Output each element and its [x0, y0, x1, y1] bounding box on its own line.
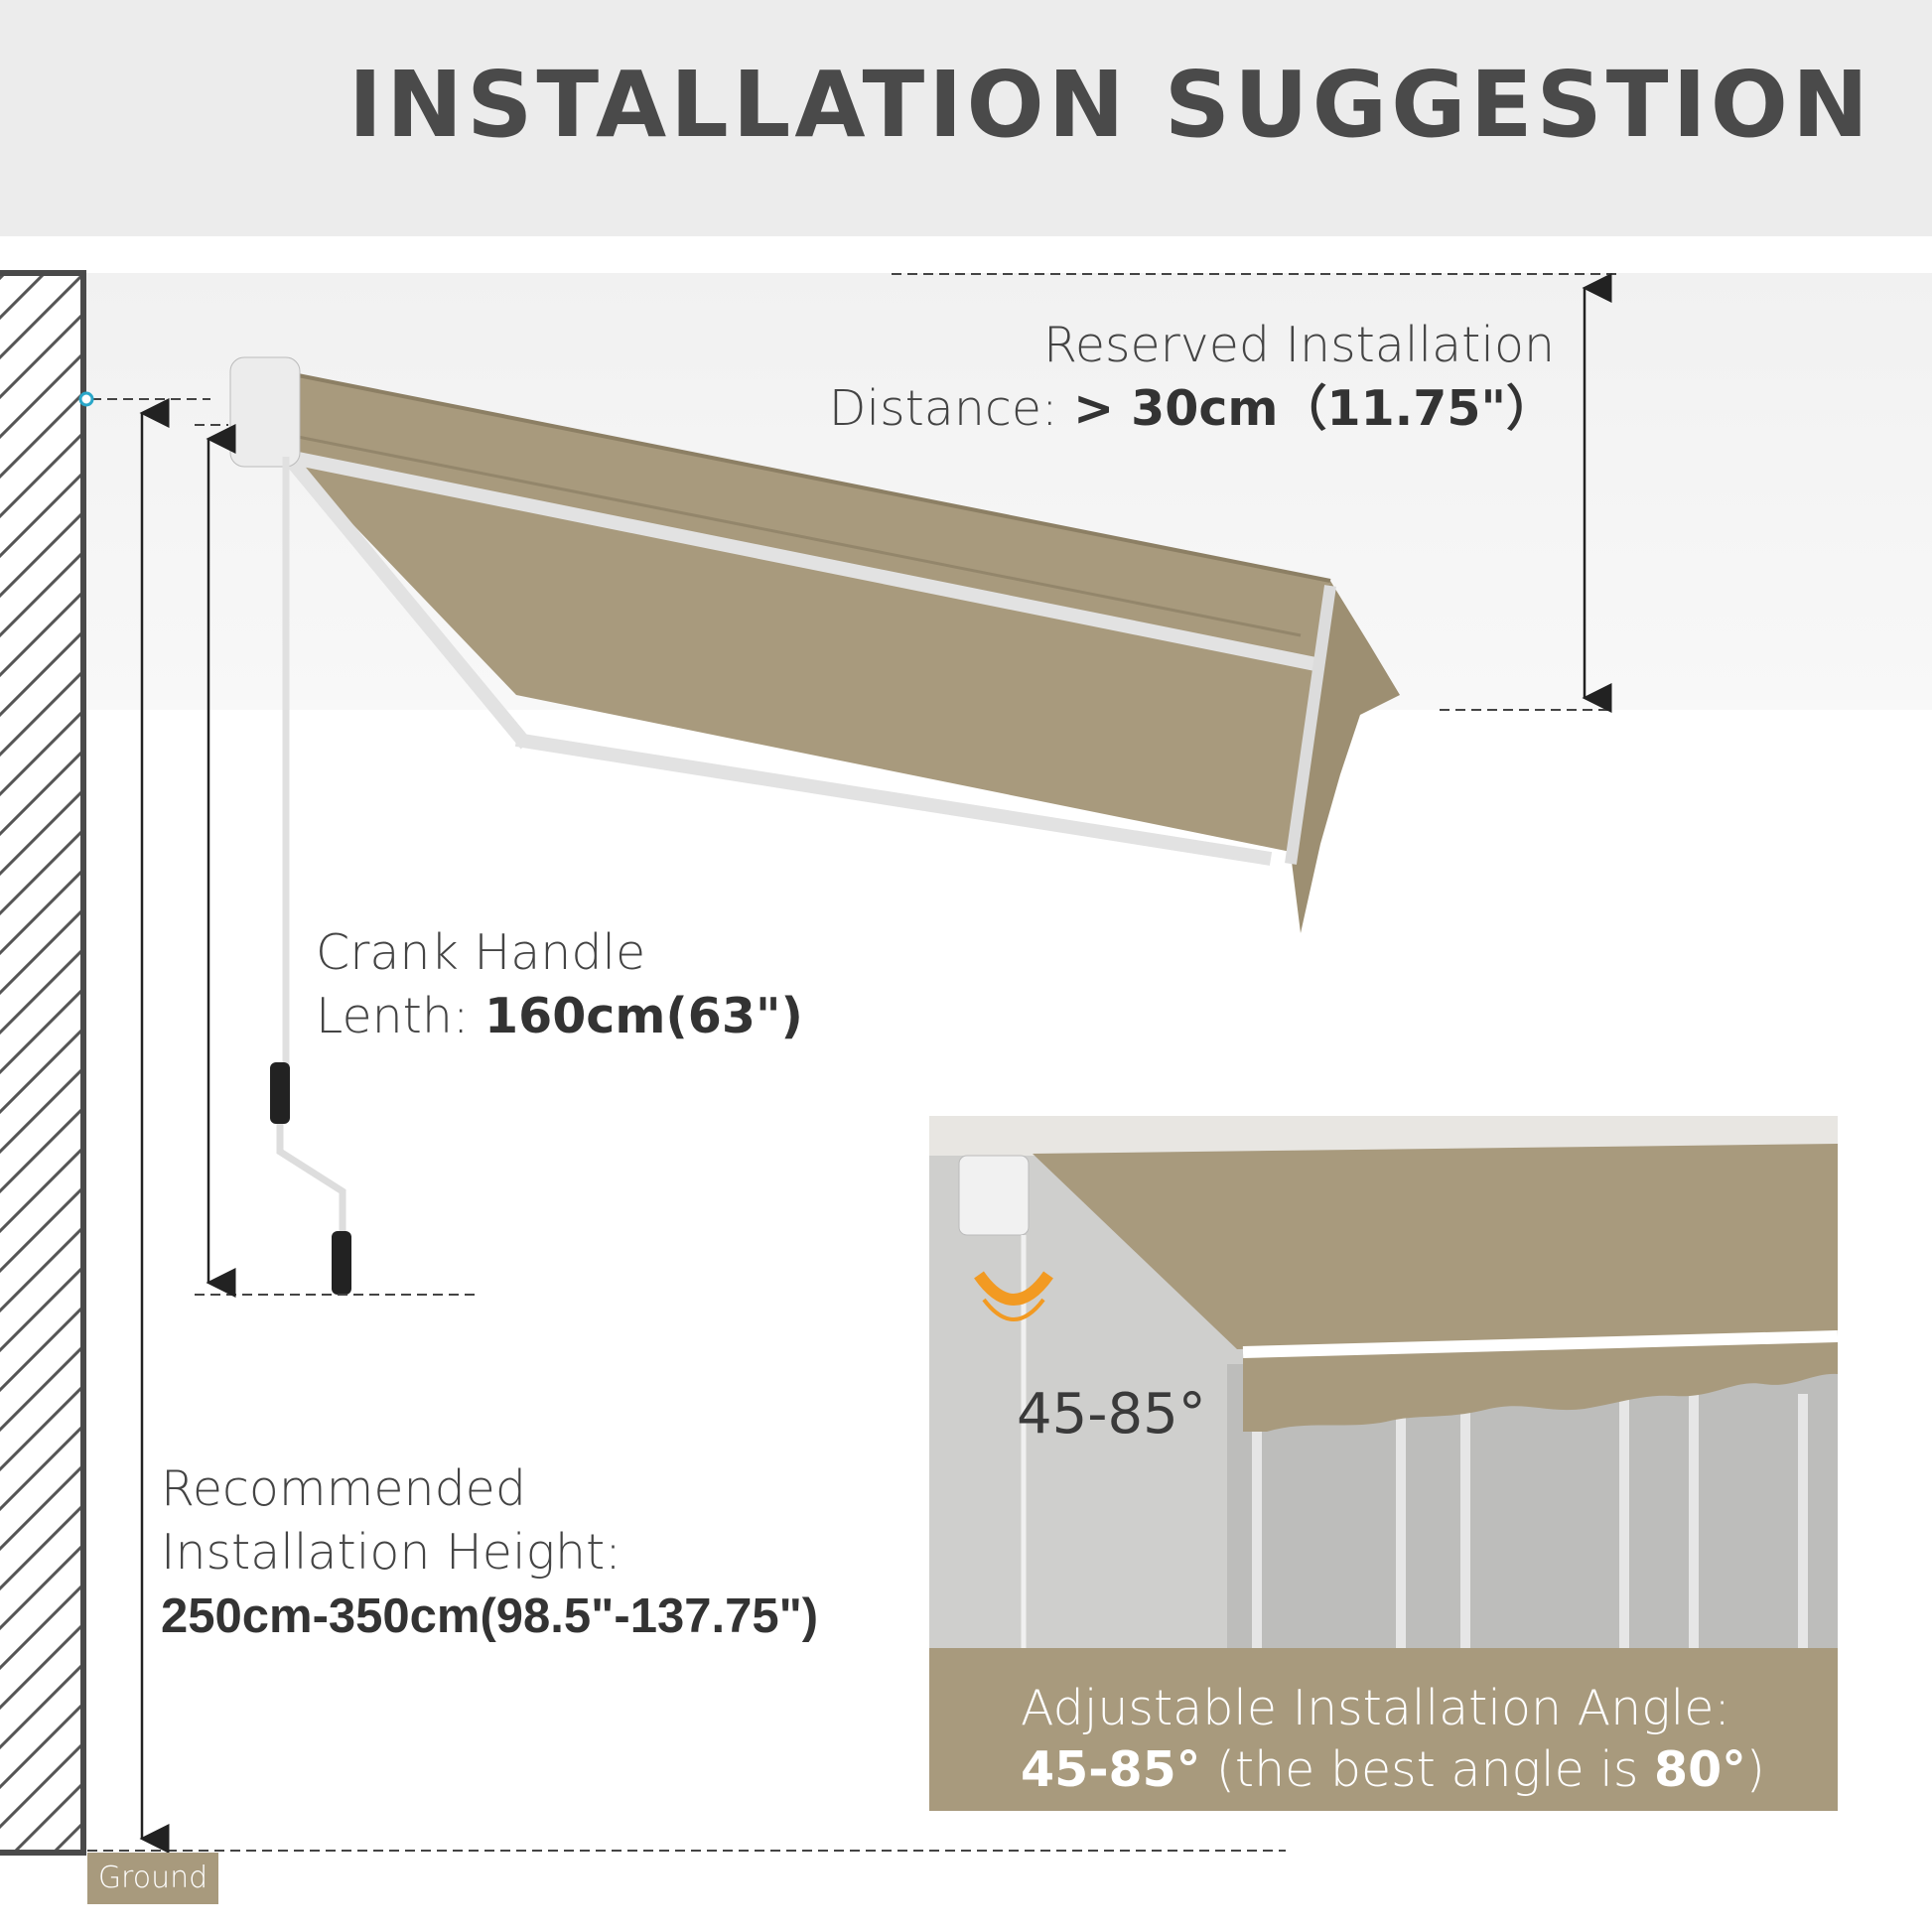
reserved-prefix: Distance:: [828, 380, 1074, 437]
wall-outline: [0, 270, 86, 1856]
header-band: INSTALLATION SUGGESTION: [0, 0, 1932, 236]
mount-point-marker: [78, 391, 94, 407]
reserved-distance-label: Reserved Installation Distance: > 30cm（1…: [829, 314, 1555, 441]
height-value: 250cm-350cm(98.5"-137.75"): [161, 1589, 819, 1643]
wall-hatch: [0, 273, 81, 1853]
inset-illustration: [929, 1116, 1838, 1648]
crank-line1: Crank Handle: [316, 924, 646, 981]
crank-grip-top: [270, 1062, 290, 1124]
page-title: INSTALLATION SUGGESTION: [347, 52, 1872, 158]
angle-arc-icon: [974, 1271, 1053, 1306]
reserved-value: > 30cm（11.75"）: [1073, 380, 1555, 437]
inset-caption: Adjustable Installation Angle: 45-85° (t…: [929, 1648, 1838, 1811]
ground-label: Ground: [87, 1853, 218, 1904]
installation-height-label: Recommended Installation Height: 250cm-3…: [161, 1457, 818, 1648]
crank-grip-bottom: [332, 1231, 351, 1295]
caption-end: ): [1745, 1741, 1765, 1798]
crank-prefix: Lenth:: [316, 988, 484, 1044]
inset-angle-label: 45-85°: [1017, 1382, 1206, 1447]
caption-range: 45-85°: [1021, 1741, 1201, 1798]
crank-handle-label: Crank Handle Lenth: 160cm(63"): [316, 921, 803, 1048]
height-line1: Recommended: [161, 1460, 526, 1517]
crank-value: 160cm(63"): [484, 988, 803, 1044]
reserved-line1: Reserved Installation: [1042, 317, 1555, 373]
caption-mid: (the best angle is: [1200, 1741, 1655, 1798]
caption-line1: Adjustable Installation Angle:: [1021, 1680, 1730, 1736]
caption-best-angle: 80°: [1654, 1741, 1746, 1798]
angle-inset-photo: 45-85° Adjustable Installation Angle: 45…: [929, 1116, 1838, 1811]
height-line2: Installation Height:: [161, 1524, 621, 1581]
awning: [229, 356, 1400, 1295]
